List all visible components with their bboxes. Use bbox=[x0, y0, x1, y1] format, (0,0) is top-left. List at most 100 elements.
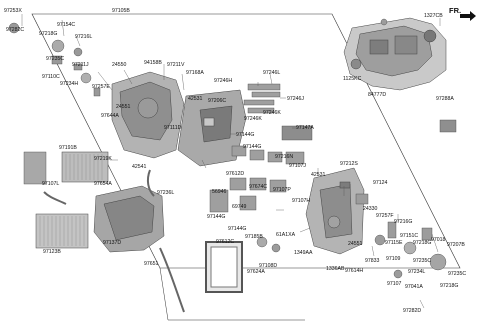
part-label-97257f[interactable]: 97257F bbox=[376, 213, 394, 219]
door-parts bbox=[209, 83, 313, 213]
part-label-97191b[interactable]: 97191B bbox=[59, 145, 77, 151]
part-label-97115e[interactable]: 97115E bbox=[385, 240, 403, 246]
part-label-97107[interactable]: 97107 bbox=[387, 281, 402, 287]
part-label-97246k-1[interactable]: 97246K bbox=[263, 110, 281, 116]
part-label-97235c-3[interactable]: 97235C bbox=[448, 271, 467, 277]
blower-housing-left bbox=[111, 71, 185, 159]
part-label-97144g-2[interactable]: 97144G bbox=[243, 144, 262, 150]
part-label-97211v[interactable]: 97211V bbox=[167, 62, 185, 68]
part-label-97147a[interactable]: 97147A bbox=[296, 125, 314, 131]
part-label-97211j[interactable]: 97211J bbox=[72, 62, 89, 68]
part-label-24550[interactable]: 24550 bbox=[112, 62, 127, 68]
part-label-97107j[interactable]: 97107J bbox=[289, 163, 307, 169]
part-label-97144g-3[interactable]: 97144G bbox=[207, 214, 226, 220]
front-direction-label: FR. bbox=[449, 6, 462, 15]
part-label-97282d[interactable]: 97282D bbox=[403, 308, 422, 314]
part-label-97144g-4[interactable]: 97144G bbox=[228, 226, 247, 232]
part-label-97218g-1[interactable]: 97218G bbox=[39, 31, 58, 37]
part-label-1349aa[interactable]: 1349AA bbox=[294, 250, 313, 256]
part-label-97105b[interactable]: 97105B bbox=[112, 8, 130, 14]
small-components-right bbox=[256, 18, 457, 279]
part-label-97253x[interactable]: 97253X bbox=[4, 8, 22, 14]
part-label-97218g-2[interactable]: 97218G bbox=[413, 240, 432, 246]
assembly-enclosure-lower bbox=[159, 267, 305, 321]
part-label-1125kc[interactable]: 1125KC bbox=[343, 76, 362, 82]
part-label-97123b[interactable]: 97123B bbox=[43, 249, 61, 255]
part-label-97018[interactable]: 97018 bbox=[431, 237, 446, 243]
part-label-61a1xa[interactable]: 61A1XA bbox=[276, 232, 296, 238]
part-label-42541[interactable]: 42541 bbox=[132, 164, 147, 170]
part-label-97107p[interactable]: 97107P bbox=[273, 187, 291, 193]
part-label-97235c-2[interactable]: 97235C bbox=[413, 258, 432, 264]
part-label-97614h[interactable]: 97614H bbox=[345, 268, 364, 274]
part-label-97168a[interactable]: 97168A bbox=[186, 70, 204, 76]
part-label-97257e[interactable]: 97257E bbox=[92, 84, 110, 90]
leader-lines bbox=[21, 14, 441, 309]
part-label-97235c-1[interactable]: 97235C bbox=[46, 56, 65, 62]
part-label-97246j[interactable]: 97246J bbox=[287, 96, 305, 102]
part-label-97216l[interactable]: 97216L bbox=[75, 34, 93, 40]
part-label-97111d[interactable]: 97111D bbox=[164, 125, 182, 131]
center-case bbox=[177, 89, 247, 167]
lower-case-left bbox=[93, 185, 165, 253]
part-label-97216n[interactable]: 97216N bbox=[275, 154, 294, 160]
part-label-97612c[interactable]: 97612C bbox=[216, 239, 235, 245]
part-label-97185b[interactable]: 97185B bbox=[245, 234, 263, 240]
part-label-97107h[interactable]: 97107H bbox=[292, 198, 311, 204]
part-label-97137d[interactable]: 97137D bbox=[103, 240, 122, 246]
part-label-1336ab[interactable]: 1336AB bbox=[326, 266, 345, 272]
part-label-97108d[interactable]: 97108D bbox=[259, 263, 278, 269]
part-label-97041a[interactable]: 97041A bbox=[405, 284, 423, 290]
seal-frame bbox=[205, 241, 243, 293]
part-label-97612d[interactable]: 97612D bbox=[226, 171, 245, 177]
hvac-housing-assembly bbox=[343, 17, 447, 91]
drain-hose bbox=[159, 247, 185, 313]
part-label-97246l[interactable]: 97246L bbox=[263, 70, 281, 76]
part-label-97246k-2[interactable]: 97246K bbox=[244, 116, 262, 122]
small-components-top-left bbox=[8, 22, 101, 185]
part-label-97107l[interactable]: 97107L bbox=[42, 181, 60, 187]
heater-core bbox=[35, 213, 89, 249]
part-label-42531-2[interactable]: 42531 bbox=[311, 172, 326, 178]
pipe-center bbox=[146, 169, 155, 197]
part-label-97833[interactable]: 97833 bbox=[365, 258, 380, 264]
part-label-97218g-3[interactable]: 97218G bbox=[440, 283, 459, 289]
part-label-97651[interactable]: 97651 bbox=[144, 261, 159, 267]
part-label-97234l[interactable]: 97234L bbox=[408, 269, 426, 275]
part-label-97110c[interactable]: 97110C bbox=[42, 74, 60, 80]
part-label-97109[interactable]: 97109 bbox=[386, 256, 401, 262]
assembly-enclosure bbox=[31, 13, 461, 269]
part-label-24330[interactable]: 24330 bbox=[363, 206, 378, 212]
part-label-97236l[interactable]: 97236L bbox=[157, 190, 175, 196]
part-label-97644a[interactable]: 97644A bbox=[101, 113, 119, 119]
part-label-24551-1[interactable]: 24551 bbox=[116, 104, 131, 110]
part-label-1327cb[interactable]: 1327CB bbox=[424, 13, 443, 19]
part-label-97124[interactable]: 97124 bbox=[373, 180, 388, 186]
part-label-97154c[interactable]: 97154C bbox=[57, 22, 76, 28]
part-label-97234h[interactable]: 97234H bbox=[60, 81, 79, 87]
part-label-97219k[interactable]: 97219K bbox=[94, 156, 112, 162]
part-label-97206c[interactable]: 97206C bbox=[208, 98, 227, 104]
part-label-97212s[interactable]: 97212S bbox=[340, 161, 358, 167]
housing-right bbox=[305, 167, 365, 255]
part-label-97151c[interactable]: 97151C bbox=[400, 233, 419, 239]
part-label-97624a[interactable]: 97624A bbox=[247, 269, 265, 275]
front-direction-arrow bbox=[460, 11, 476, 21]
evaporator-core bbox=[61, 151, 109, 183]
part-label-42531-1[interactable]: 42531 bbox=[188, 96, 203, 102]
part-label-69749[interactable]: 69749 bbox=[232, 204, 247, 210]
part-label-94158b[interactable]: 94158B bbox=[144, 60, 162, 66]
part-label-97654a[interactable]: 97654A bbox=[94, 181, 112, 187]
part-label-97246h[interactable]: 97246H bbox=[214, 78, 233, 84]
part-label-97674c[interactable]: 97674C bbox=[249, 184, 268, 190]
part-label-97144g-1[interactable]: 97144G bbox=[236, 132, 255, 138]
part-label-24551-2[interactable]: 24551 bbox=[348, 241, 363, 247]
pipe-left bbox=[43, 191, 67, 205]
part-label-56946[interactable]: 56946 bbox=[212, 189, 227, 195]
part-label-97207b[interactable]: 97207B bbox=[447, 242, 465, 248]
part-label-97216g[interactable]: 97216G bbox=[394, 219, 413, 225]
part-label-97282c[interactable]: 97282C bbox=[6, 27, 25, 33]
part-label-97288a[interactable]: 97288A bbox=[436, 96, 454, 102]
part-label-84777d[interactable]: 84777D bbox=[368, 92, 387, 98]
